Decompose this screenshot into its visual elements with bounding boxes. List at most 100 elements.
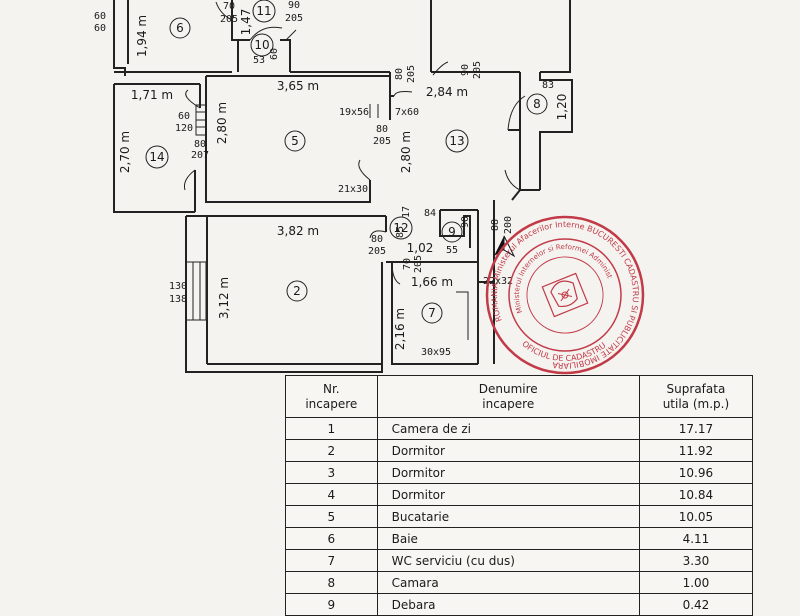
dimension-label: 60 bbox=[178, 111, 190, 122]
dimension-label: 205 bbox=[368, 246, 386, 257]
cell-area: 10.05 bbox=[638, 505, 754, 528]
dimension-label: 83 bbox=[542, 80, 554, 91]
room-number-7: 7 bbox=[421, 302, 443, 324]
cell-area: 1.00 bbox=[638, 571, 754, 594]
cell-area: 17.17 bbox=[638, 417, 754, 440]
walls bbox=[113, 0, 573, 373]
cell-nr: 4 bbox=[285, 483, 378, 506]
header-nr: Nr.incapere bbox=[285, 375, 378, 418]
dimension-label: 55 bbox=[446, 245, 458, 256]
dimension-label: 84 bbox=[424, 208, 436, 219]
dimension-label-vertical: 70 bbox=[402, 258, 413, 270]
dimension-label-vertical: 2,16 m bbox=[393, 308, 407, 350]
room-number-6: 6 bbox=[169, 17, 191, 39]
svg-text:14: 14 bbox=[149, 150, 164, 164]
dimension-label-vertical: 205 bbox=[472, 61, 483, 79]
dimension-label: 80 bbox=[194, 139, 206, 150]
room-number-8: 8 bbox=[526, 93, 548, 115]
svg-text:2: 2 bbox=[293, 284, 301, 298]
svg-text:12: 12 bbox=[393, 221, 408, 235]
cell-name: Camara bbox=[376, 571, 640, 594]
room-number-9: 9 bbox=[441, 221, 463, 243]
cell-name: Baie bbox=[376, 527, 640, 550]
dimension-label: 205 bbox=[220, 14, 238, 25]
dimension-label: 138 bbox=[169, 294, 187, 305]
svg-text:7: 7 bbox=[428, 306, 436, 320]
dimension-label: 53 bbox=[253, 55, 265, 66]
dimension-label-vertical: 90 bbox=[460, 64, 471, 76]
dimension-label-vertical: 2,70 m bbox=[118, 131, 132, 173]
dimension-label-vertical: 1,94 m bbox=[135, 15, 149, 57]
svg-text:13: 13 bbox=[449, 134, 464, 148]
dimension-label: 70 bbox=[223, 1, 235, 12]
dimension-label-vertical: 3,12 m bbox=[217, 277, 231, 319]
cell-area: 3.30 bbox=[638, 549, 754, 572]
room-number-2: 2 bbox=[286, 280, 308, 302]
dimension-label: 19x56 bbox=[339, 107, 369, 118]
dimension-label-vertical: 85 bbox=[395, 226, 406, 238]
dimension-label: 2,84 m bbox=[426, 85, 468, 99]
room-number-12: 12 bbox=[389, 216, 413, 240]
cell-name: Camera de zi bbox=[376, 417, 640, 440]
room-number-10: 10 bbox=[250, 33, 274, 57]
room-number-13: 13 bbox=[445, 129, 469, 153]
door-swings bbox=[184, 1, 526, 285]
cell-nr: 9 bbox=[285, 593, 378, 616]
dimension-label: 7x60 bbox=[395, 107, 419, 118]
dimension-label: 80 bbox=[376, 124, 388, 135]
room-number-11: 11 bbox=[252, 0, 276, 23]
dimension-label-vertical: 2,80 m bbox=[399, 131, 413, 173]
dimension-label-vertical: 1,20 bbox=[555, 94, 569, 121]
dimension-label-vertical: 88 bbox=[490, 219, 501, 231]
dimension-label: 90 bbox=[288, 0, 300, 11]
dimension-label-vertical: 205 bbox=[413, 255, 424, 273]
dimension-label: 3,65 m bbox=[277, 79, 319, 93]
dimension-label-vertical: 2,80 m bbox=[215, 102, 229, 144]
cell-name: Dormitor bbox=[376, 439, 640, 462]
room-number-14: 14 bbox=[145, 145, 169, 169]
cell-nr: 7 bbox=[285, 549, 378, 572]
cell-nr: 6 bbox=[285, 527, 378, 550]
cell-area: 11.92 bbox=[638, 439, 754, 462]
cell-name: WC serviciu (cu dus) bbox=[376, 549, 640, 572]
dimension-label: 21x30 bbox=[338, 184, 368, 195]
cell-nr: 2 bbox=[285, 439, 378, 462]
svg-text:5: 5 bbox=[291, 134, 299, 148]
svg-text:11: 11 bbox=[256, 4, 271, 18]
svg-text:10: 10 bbox=[254, 38, 269, 52]
coat-of-arms-icon bbox=[541, 272, 589, 318]
cell-area: 10.96 bbox=[638, 461, 754, 484]
dimension-label-vertical: 1,47 bbox=[239, 9, 253, 36]
cell-nr: 1 bbox=[285, 417, 378, 440]
dimension-label: 130 bbox=[169, 281, 187, 292]
dimension-label: 60 bbox=[94, 11, 106, 22]
cell-area: 10.84 bbox=[638, 483, 754, 506]
dimension-label: 3,82 m bbox=[277, 224, 319, 238]
dimension-label: 80 bbox=[371, 234, 383, 245]
dimension-label: 205 bbox=[285, 13, 303, 24]
dimension-label: 1,02 bbox=[407, 241, 434, 255]
dimension-label: 60 bbox=[94, 23, 106, 34]
cell-name: Dormitor bbox=[376, 483, 640, 506]
dimension-label: 1,71 m bbox=[131, 88, 173, 102]
cell-nr: 5 bbox=[285, 505, 378, 528]
dimension-label-vertical: 80 bbox=[394, 68, 405, 80]
room-number-5: 5 bbox=[284, 130, 306, 152]
dimension-label-vertical: 17 bbox=[401, 206, 412, 218]
dimension-label-vertical: 205 bbox=[406, 65, 417, 83]
svg-text:8: 8 bbox=[533, 97, 541, 111]
